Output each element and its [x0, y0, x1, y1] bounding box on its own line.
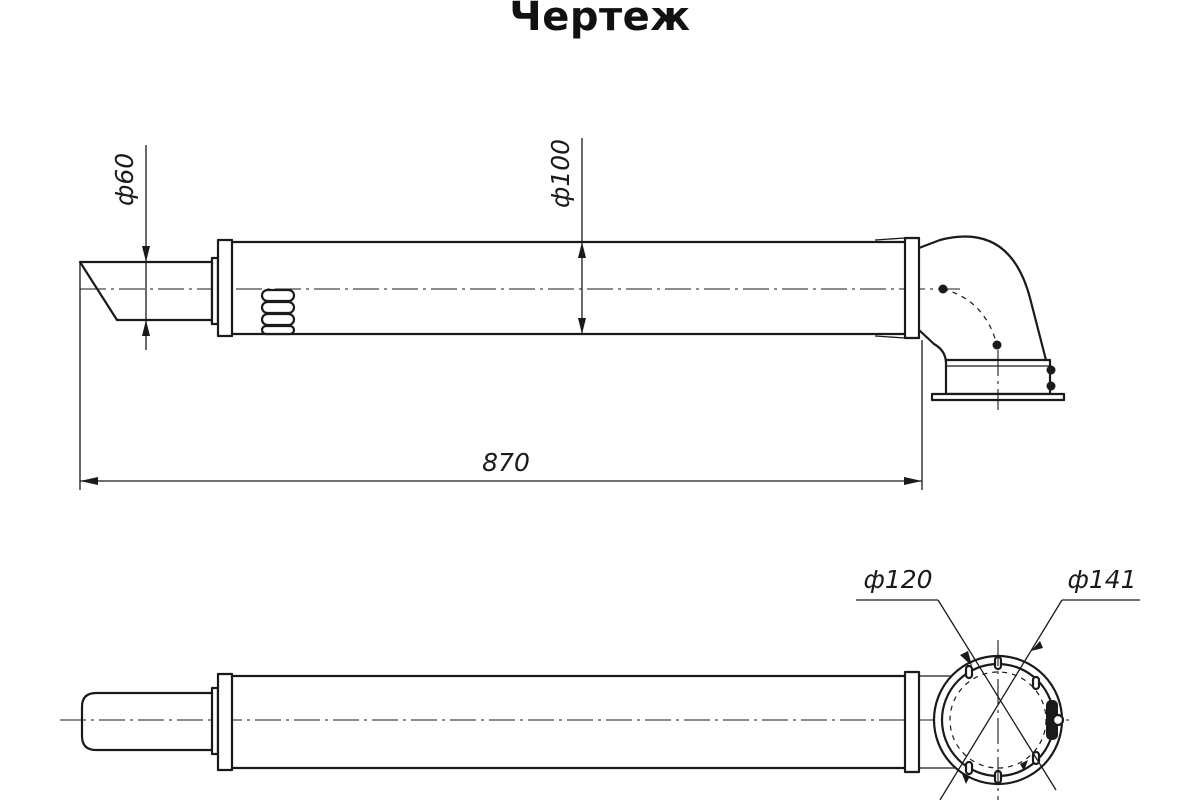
d141-arrow-bottom: [962, 774, 970, 784]
right-flange: [903, 236, 921, 340]
length-arrow-right: [904, 477, 922, 485]
d141-label: ф141: [1067, 565, 1136, 594]
elbow-rivet-bottom: [992, 340, 1002, 350]
collar-latch-pin: [1051, 713, 1065, 727]
d120-label: ф120: [863, 565, 932, 594]
elbow-outer-curve: [917, 235, 1048, 362]
d60-arrow-top: [142, 246, 150, 262]
d100-arrow-bottom: [578, 318, 586, 334]
collar-rivet-2: [1046, 381, 1056, 391]
d120-arrow-bottom: [1020, 760, 1028, 771]
d120-leader-line: [937, 599, 1057, 791]
d60-label: ф60: [110, 153, 139, 206]
length-label: 870: [482, 448, 530, 477]
d120-arrow-top: [960, 651, 972, 666]
top-right-flange: [903, 670, 921, 774]
elbow-hidden-line: [942, 288, 998, 346]
top-left-flange: [216, 672, 234, 772]
d60-arrow-bottom: [142, 320, 150, 336]
d141-leader-line: [939, 599, 1063, 800]
length-arrow-left: [80, 477, 98, 485]
collar-rivet-1: [1046, 365, 1056, 375]
outer-pipe-taper-top: [874, 237, 906, 241]
outer-pipe-taper-bottom: [874, 335, 906, 339]
elbow-inner-curve: [917, 328, 948, 364]
side-view: ф60 ф100 870: [78, 138, 1066, 490]
d141-arrow-top: [1031, 641, 1043, 651]
page-title: Чертеж: [509, 0, 691, 40]
top-inner-pipe: [80, 691, 214, 752]
corrugation: [260, 288, 296, 336]
left-flange: [216, 238, 234, 338]
top-view: ф120 ф141: [60, 565, 1140, 800]
elbow-rivet-top: [938, 284, 948, 294]
d100-label: ф100: [546, 139, 575, 208]
d100-arrow-top: [578, 242, 586, 258]
